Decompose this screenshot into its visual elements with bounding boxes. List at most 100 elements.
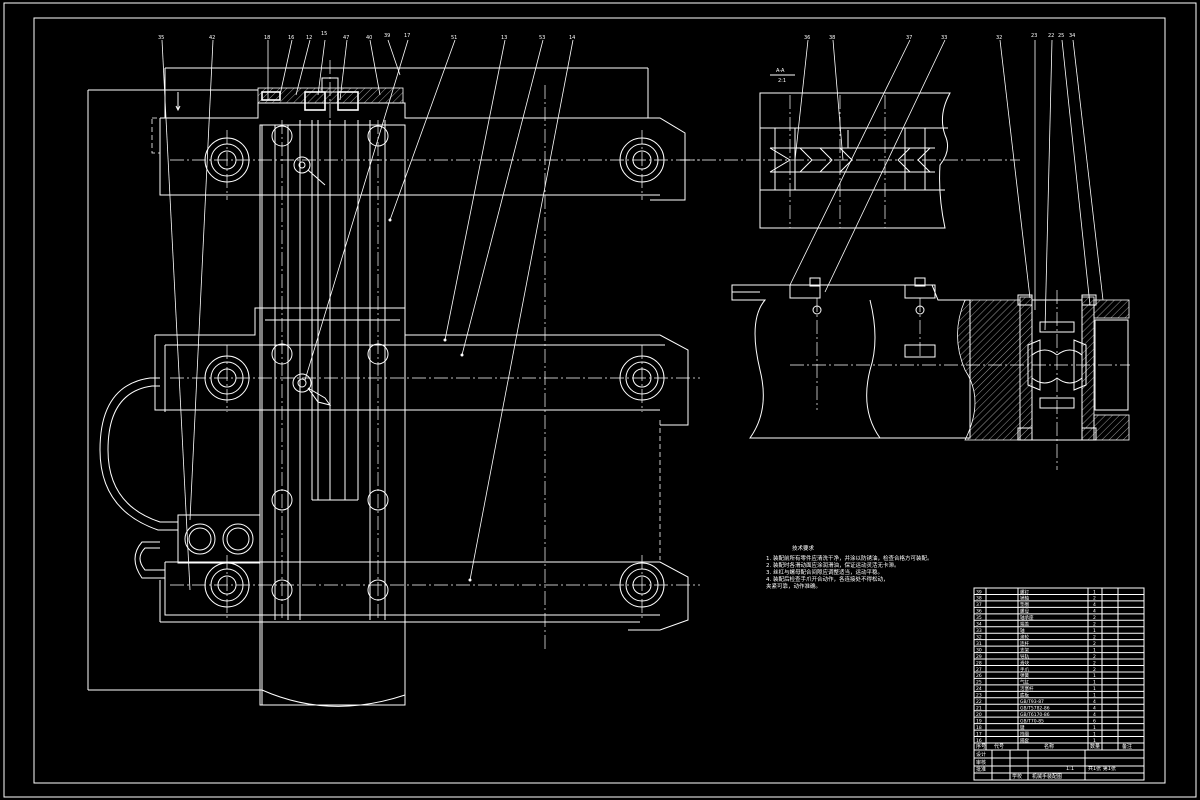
svg-text:3. 丝杠与螺母配合间隙应调整适当，运动平稳。: 3. 丝杠与螺母配合间隙应调整适当，运动平稳。 <box>766 568 883 576</box>
bom-row-name: 滑块 <box>1020 659 1029 666</box>
svg-text:夹紧可靠，动作准确。: 夹紧可靠，动作准确。 <box>766 582 821 590</box>
svg-text:14: 14 <box>569 35 575 41</box>
outer-border <box>3 2 1197 798</box>
svg-text:技术要求: 技术要求 <box>792 544 815 552</box>
bom-row-no: 26 <box>976 673 982 679</box>
bom-row-name: 导轨 <box>1020 653 1029 660</box>
bom-header-code: 代号 <box>994 743 1004 750</box>
svg-text:40: 40 <box>366 35 372 41</box>
svg-text:16: 16 <box>288 35 294 41</box>
bom-row-qty: 4 <box>1093 706 1096 712</box>
bom-row-name: 轴承座 <box>1020 614 1034 621</box>
svg-text:学校: 学校 <box>1012 773 1022 780</box>
bom-header-note: 备注 <box>1122 743 1132 750</box>
bom-row-name: 螺钉 <box>1020 588 1029 595</box>
front-view <box>87 60 700 707</box>
bom-row-no: 37 <box>976 602 982 608</box>
bom-row-name: GB/T93-87 <box>1020 699 1044 705</box>
bom-row-qty: 1 <box>1093 680 1096 686</box>
bom-row-name: 活塞杆 <box>1020 685 1034 692</box>
bom-row-qty: 4 <box>1093 699 1096 705</box>
bom-row-name: GB/T6170-86 <box>1020 712 1050 718</box>
part-labels-right: 36 38 37 33 32 23 22 25 34 <box>804 33 1075 41</box>
bom-row-qty: 1 <box>1093 628 1096 634</box>
svg-text:设计: 设计 <box>976 751 986 758</box>
svg-text:12: 12 <box>306 35 312 41</box>
bom-row-no: 28 <box>976 660 982 666</box>
svg-text:4. 装配后检查手爪开合动作，各连接处不得松动，: 4. 装配后检查手爪开合动作，各连接处不得松动， <box>766 575 889 583</box>
bom-row-qty: 2 <box>1093 622 1096 628</box>
svg-text:25: 25 <box>1058 33 1064 39</box>
svg-text:13: 13 <box>501 35 507 41</box>
svg-text:A-A: A-A <box>776 68 785 74</box>
bom-row-name: 滚轮 <box>1020 633 1029 640</box>
svg-text:47: 47 <box>343 35 349 41</box>
bom-row-no: 31 <box>976 641 982 647</box>
bom-row-name: GB/T5782-86 <box>1020 706 1050 712</box>
svg-text:15: 15 <box>321 31 327 37</box>
bom-row-name: 挡圈 <box>1020 730 1029 737</box>
bom-row-no: 24 <box>976 686 982 692</box>
bom-row-name: 螺母 <box>1020 608 1029 615</box>
bom-row-no: 27 <box>976 667 982 673</box>
bom-row-no: 25 <box>976 680 982 686</box>
svg-text:36: 36 <box>804 35 810 41</box>
leader-lines-left <box>161 39 574 591</box>
bearing-group <box>204 130 665 620</box>
svg-text:2. 装配时各滑动面应涂润滑油，保证运动灵活无卡滞。: 2. 装配时各滑动面应涂润滑油，保证运动灵活无卡滞。 <box>766 561 900 569</box>
bom-row-name: 支架 <box>1020 646 1029 653</box>
bom-row-qty: 2 <box>1093 667 1096 673</box>
bom-header-qty: 数量 <box>1090 743 1100 750</box>
svg-text:机械手装配图: 机械手装配图 <box>1032 773 1062 780</box>
svg-text:51: 51 <box>451 35 457 41</box>
bom-row-qty: 4 <box>1093 602 1096 608</box>
bom-row-qty: 1 <box>1093 647 1096 653</box>
bom-row-qty: 1 <box>1093 589 1096 595</box>
bom-row-no: 23 <box>976 693 982 699</box>
bom-row-name: 底板 <box>1020 692 1029 699</box>
part-labels-left: 35 42 18 16 12 15 47 40 39 17 51 13 53 1… <box>158 31 575 41</box>
svg-text:38: 38 <box>829 35 835 41</box>
bom-row-qty: 1 <box>1093 673 1096 679</box>
bom-row-name: GB/T70-85 <box>1020 718 1044 724</box>
bom-row-name: 弹簧 <box>1020 672 1029 679</box>
bom-row-no: 20 <box>976 712 982 718</box>
svg-text:批准: 批准 <box>976 766 986 773</box>
detail-view: A-A 2:1 <box>680 68 1020 229</box>
leader-lines-right <box>789 39 1104 331</box>
bom-row-no: 29 <box>976 654 982 660</box>
svg-text:39: 39 <box>384 33 390 39</box>
bom-row-no: 36 <box>976 609 982 615</box>
bom-row-name: 垫圈 <box>1020 601 1029 608</box>
bom-row-qty: 2 <box>1093 660 1096 666</box>
bom-row-qty: 4 <box>1093 609 1096 615</box>
bom-row-no: 18 <box>976 725 982 731</box>
bom-row-name: 键 <box>1020 724 1025 731</box>
bom-row-no: 19 <box>976 718 982 724</box>
bom-row-qty: 1 <box>1093 686 1096 692</box>
bom-row-qty: 2 <box>1093 596 1096 602</box>
bom-header-no: 序号 <box>976 743 986 750</box>
bom-row-name: 轴 <box>1020 627 1025 634</box>
svg-text:17: 17 <box>404 33 410 39</box>
svg-text:37: 37 <box>906 35 912 41</box>
bom-row-qty: 4 <box>1093 712 1096 718</box>
bom-row-no: 32 <box>976 634 982 640</box>
svg-text:1:1: 1:1 <box>1066 766 1074 772</box>
svg-text:共1张 第1张: 共1张 第1张 <box>1088 765 1116 772</box>
svg-text:42: 42 <box>209 35 215 41</box>
svg-text:审核: 审核 <box>976 759 986 766</box>
svg-text:22: 22 <box>1048 33 1054 39</box>
svg-text:18: 18 <box>264 35 270 41</box>
svg-text:32: 32 <box>996 35 1002 41</box>
svg-text:53: 53 <box>539 35 545 41</box>
bom-row-no: 17 <box>976 731 982 737</box>
bom-row-no: 16 <box>976 738 982 744</box>
bom-row-qty: 2 <box>1093 634 1096 640</box>
section-view <box>731 277 1130 470</box>
technical-notes: 技术要求 1. 装配前所有零件应清洗干净，并涂以防锈油，检查合格方可装配。 2.… <box>766 544 933 590</box>
bom-row-no: 35 <box>976 615 982 621</box>
bom-row-no: 30 <box>976 647 982 653</box>
